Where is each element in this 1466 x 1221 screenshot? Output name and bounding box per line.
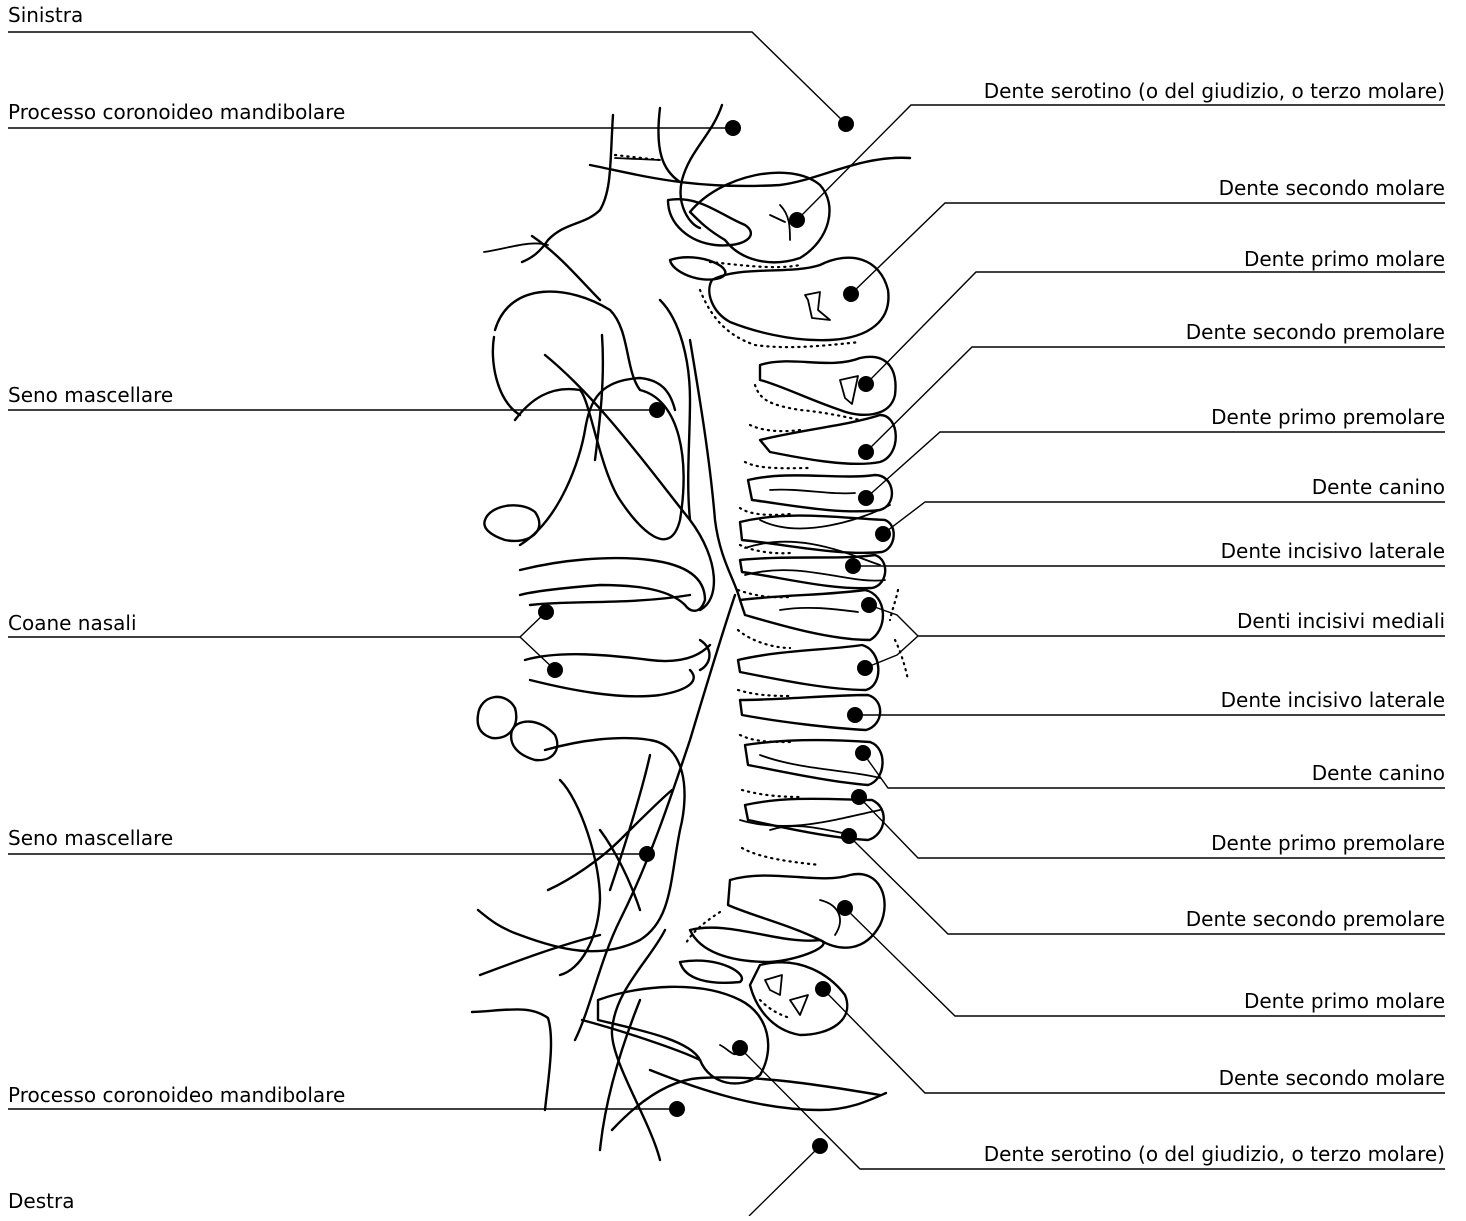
marker-dot [837, 900, 853, 916]
label-tooth-r06: Dente canino [1312, 475, 1445, 499]
label-tooth-r01: Dente serotino (o del giudizio, o terzo … [984, 79, 1445, 103]
label-choanae: Coane nasali [8, 611, 137, 635]
marker-dot [725, 120, 741, 136]
marker-dot [858, 444, 874, 460]
marker-dot [669, 1101, 685, 1117]
label-coronoid-top: Processo coronoideo mandibolare [8, 100, 345, 124]
marker-dot [841, 828, 857, 844]
marker-dot [538, 604, 554, 620]
marker-dot [845, 558, 861, 574]
marker-dot [855, 745, 871, 761]
label-tooth-r07: Dente incisivo laterale [1221, 539, 1445, 563]
label-tooth-r13: Dente primo molare [1244, 989, 1445, 1013]
marker-dot [732, 1040, 748, 1056]
label-tooth-r05: Dente primo premolare [1211, 405, 1445, 429]
marker-dot [812, 1138, 828, 1154]
marker-dot [639, 846, 655, 862]
marker-dot [789, 212, 805, 228]
marker-dot [858, 376, 874, 392]
marker-dot [858, 490, 874, 506]
marker-dot [847, 707, 863, 723]
marker-dot [857, 660, 873, 676]
label-sinus-top: Seno mascellare [8, 383, 173, 407]
label-tooth-r10: Dente canino [1312, 761, 1445, 785]
marker-dot [815, 981, 831, 997]
label-tooth-r14: Dente secondo molare [1219, 1066, 1445, 1090]
label-tooth-r11: Dente primo premolare [1211, 831, 1445, 855]
marker-dot [861, 597, 877, 613]
label-tooth-r08: Denti incisivi mediali [1237, 609, 1445, 633]
label-sinus-bottom: Seno mascellare [8, 826, 173, 850]
marker-dot [547, 662, 563, 678]
marker-dot [838, 116, 854, 132]
label-tooth-r09: Dente incisivo laterale [1221, 688, 1445, 712]
marker-dot [843, 286, 859, 302]
marker-dot [875, 526, 891, 542]
marker-dot [649, 402, 665, 418]
label-coronoid-bottom: Processo coronoideo mandibolare [8, 1083, 345, 1107]
label-tooth-r03: Dente primo molare [1244, 247, 1445, 271]
label-tooth-r15: Dente serotino (o del giudizio, o terzo … [984, 1142, 1445, 1166]
label-tooth-r02: Dente secondo molare [1219, 176, 1445, 200]
right-labels: Dente serotino (o del giudizio, o terzo … [984, 79, 1445, 1166]
left-labels: Sinistra Processo coronoideo mandibolare… [8, 3, 345, 1213]
label-destra: Destra [8, 1189, 74, 1213]
label-tooth-r04: Dente secondo premolare [1186, 320, 1445, 344]
label-sinistra: Sinistra [8, 3, 83, 27]
label-tooth-r12: Dente secondo premolare [1186, 907, 1445, 931]
skull-line-art [472, 105, 910, 1160]
marker-dot [851, 789, 867, 805]
